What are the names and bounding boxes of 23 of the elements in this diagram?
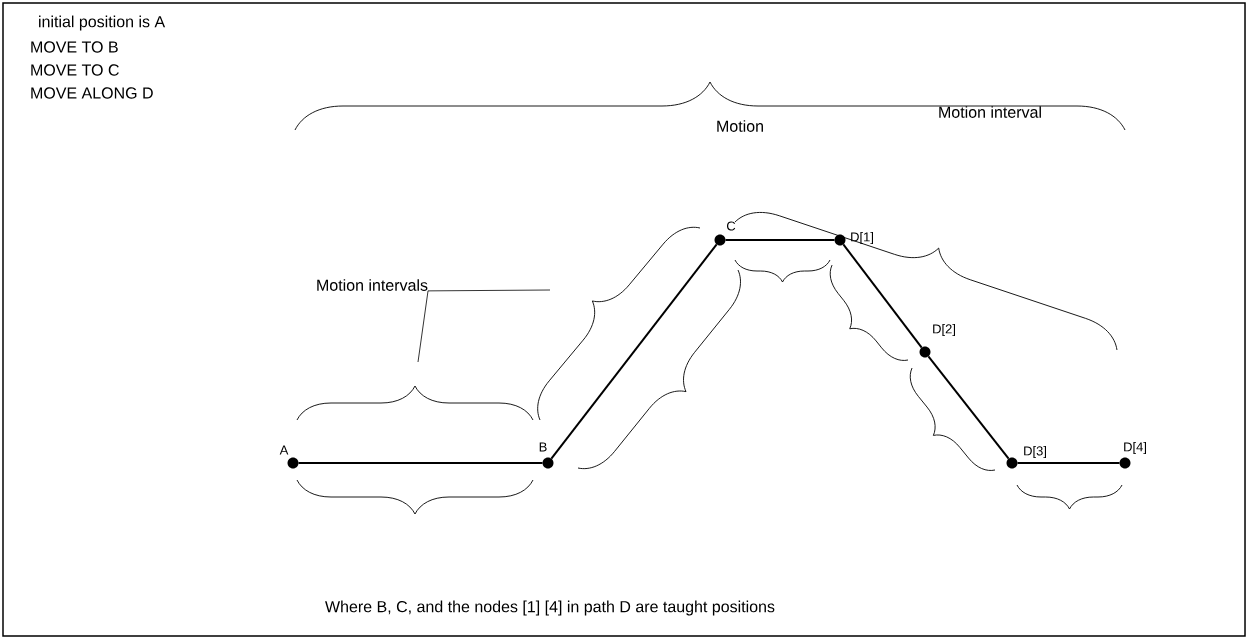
point-label: A bbox=[279, 445, 289, 455]
path-line bbox=[1016, 462, 1121, 464]
label-text: Motion interval bbox=[939, 106, 1041, 118]
label-text: initial position is A bbox=[39, 15, 166, 31]
label-text: Where B, C, and the nodes [1] [4] in path D are taught positions bbox=[325, 600, 775, 616]
path-line bbox=[297, 462, 544, 464]
path-line bbox=[927, 355, 1010, 460]
leader-line bbox=[427, 289, 551, 292]
point-label: D[4] bbox=[1124, 441, 1146, 455]
point-label: D[1] bbox=[851, 231, 873, 245]
label-text: MOVE TO C bbox=[31, 64, 119, 76]
callout-text: Motion intervals bbox=[317, 279, 428, 291]
point-label: D[2] bbox=[933, 323, 955, 337]
path-line bbox=[842, 243, 923, 349]
path-line bbox=[724, 239, 836, 241]
path-line bbox=[550, 243, 718, 460]
point-label: C bbox=[726, 221, 736, 231]
leader-line bbox=[417, 290, 429, 363]
label-text: Motion bbox=[717, 120, 763, 132]
label-text: MOVE TO B bbox=[31, 41, 118, 53]
point-label: B bbox=[539, 442, 547, 452]
label-text: MOVE ALONG D bbox=[31, 87, 153, 99]
point-label: D[3] bbox=[1024, 445, 1046, 459]
